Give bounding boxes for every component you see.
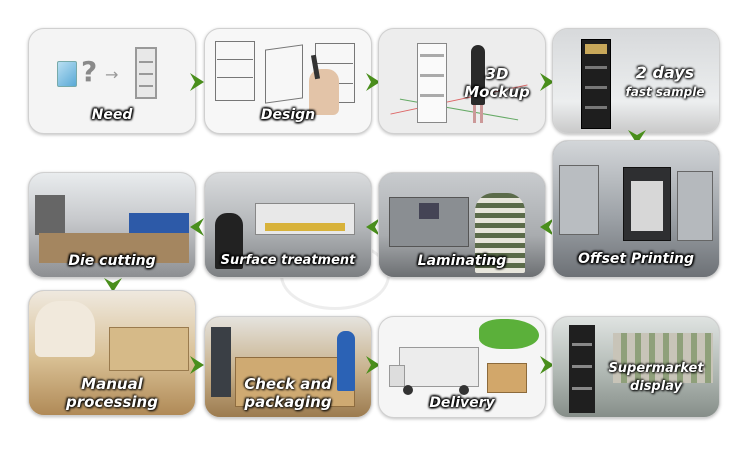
- step-check-packaging-card: Check and packaging: [204, 316, 372, 418]
- step-need-label: Need: [91, 107, 133, 123]
- step-display-label: display: [629, 379, 683, 394]
- boxes: [487, 363, 527, 393]
- step-fast-sample-label: fast sample: [625, 85, 705, 99]
- step-packaging-label: packaging: [244, 393, 332, 411]
- arrow-down-icon: [626, 128, 648, 146]
- step-delivery-label: Delivery: [429, 395, 495, 411]
- step-die-cutting-label: Die cutting: [68, 253, 156, 269]
- step-3d-mockup-card: 3D Mockup: [378, 28, 546, 134]
- offset-scene: [553, 141, 719, 277]
- arrow-left-icon: [538, 216, 556, 238]
- packaging-scene: [205, 317, 371, 417]
- worker-figure: [35, 301, 95, 357]
- need-scene: ? →: [29, 29, 195, 133]
- truck-icon: [399, 347, 479, 387]
- worker-figure: [337, 331, 355, 391]
- sample-rack: [581, 39, 611, 129]
- step-manual-processing-card: Manual processing: [28, 290, 196, 416]
- step-design-label: Design: [260, 107, 316, 123]
- step-supermarket-display-card: Supermarket display: [552, 316, 720, 418]
- arrow-down-icon: [102, 276, 124, 294]
- arrow-right-icon: [538, 354, 556, 376]
- laminating-scene: [379, 173, 545, 277]
- arrow-right-icon: [188, 71, 206, 93]
- step-manual-label: Manual: [81, 375, 143, 393]
- step-offset-printing-card: Offset Printing: [552, 140, 720, 278]
- step-need-card: ? → Need: [28, 28, 196, 134]
- world-map: [479, 319, 539, 349]
- step-fast-sample-card: 2 days fast sample: [552, 28, 720, 134]
- step-3d-label: 3D: [485, 65, 509, 83]
- arrow-left-icon: [364, 216, 382, 238]
- step-offset-printing-label: Offset Printing: [578, 251, 694, 267]
- sample-scene: [553, 29, 719, 133]
- step-die-cutting-card: Die cutting: [28, 172, 196, 278]
- step-2-days-label: 2 days: [635, 63, 695, 82]
- 3d-rack: [417, 43, 447, 123]
- factory-scene: [29, 173, 195, 277]
- step-laminating-label: Laminating: [417, 253, 507, 269]
- manual-scene: [29, 291, 195, 415]
- display-rack-icon: [135, 47, 157, 99]
- display-rack: [569, 325, 595, 413]
- step-surface-treatment-card: Surface treatment: [204, 172, 372, 278]
- mockup-scene: [379, 29, 545, 133]
- arrow-right-icon: [364, 354, 382, 376]
- worker-figure: [475, 193, 525, 273]
- question-icon: ?: [81, 55, 98, 88]
- step-supermarket-label: Supermarket: [608, 361, 704, 376]
- supermarket-scene: [553, 317, 719, 417]
- arrow-right-icon: [364, 71, 382, 93]
- worker-figure: [215, 213, 243, 269]
- arrow-right-icon: [538, 71, 556, 93]
- step-surface-treatment-label: Surface treatment: [220, 253, 356, 268]
- arrow-right-icon: [188, 354, 206, 376]
- box-icon: [57, 61, 77, 87]
- person-figure: [471, 45, 485, 105]
- arrow-left-icon: [188, 216, 206, 238]
- step-design-card: Design: [204, 28, 372, 134]
- step-mockup-label: Mockup: [464, 83, 530, 101]
- step-processing-label: processing: [66, 393, 158, 411]
- delivery-scene: [379, 317, 545, 417]
- arrow-icon: →: [105, 65, 119, 84]
- surface-scene: [205, 173, 371, 277]
- step-delivery-card: Delivery: [378, 316, 546, 418]
- step-check-and-label: Check and: [244, 375, 332, 393]
- step-laminating-card: Laminating: [378, 172, 546, 278]
- design-sketch-scene: [205, 29, 371, 133]
